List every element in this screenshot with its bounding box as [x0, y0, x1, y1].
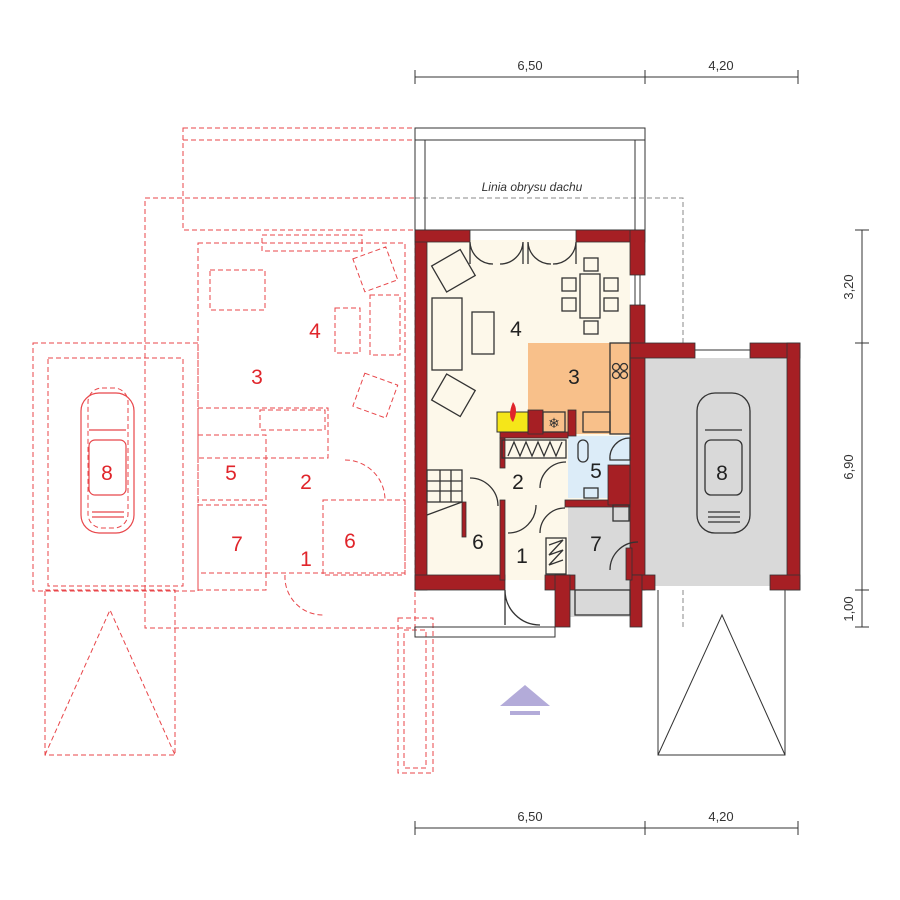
dining-table-icon: [579, 273, 601, 319]
mirror-label-hall: 2: [300, 471, 312, 494]
dim-top-2: 4,20: [708, 58, 733, 73]
mirrored-car-icon: [80, 392, 135, 534]
mirrored-room-labels: 4 3 8 5 2 7 1 6: [101, 320, 356, 571]
mirror-label-storage: 6: [344, 530, 356, 553]
dimension-bottom: 6,50 4,20: [414, 809, 799, 835]
car-icon: [696, 392, 751, 534]
dim-bottom-2: 4,20: [708, 809, 733, 824]
snowflake-icon: ❄: [548, 416, 560, 432]
mirror-label-bathroom: 5: [225, 462, 237, 485]
room-label-entrance: 1: [516, 545, 528, 568]
room-label-bathroom: 5: [590, 460, 602, 483]
sofa-icon: [431, 297, 463, 371]
doors: [469, 241, 639, 626]
room-label-living: 4: [510, 318, 522, 341]
dining-chairs-icon: [561, 257, 619, 335]
dim-right-1: 3,20: [841, 274, 856, 299]
dim-bottom-1: 6,50: [517, 809, 542, 824]
mirror-label-entrance: 1: [300, 548, 312, 571]
mirror-label-living: 4: [309, 320, 321, 343]
mirror-label-utility: 7: [231, 533, 243, 556]
toilet-icon: [577, 439, 589, 463]
dim-right-3: 1,00: [841, 596, 856, 621]
stairs-icon: [426, 469, 463, 516]
dimension-right: 3,20 6,90 1,00: [841, 229, 869, 628]
dimension-top: 6,50 4,20: [414, 58, 799, 84]
mirror-label-garage: 8: [101, 462, 113, 485]
dim-right-2: 6,90: [841, 454, 856, 479]
roof-outline-label: Linia obrysu dachu: [482, 180, 583, 194]
room-label-utility: 7: [590, 533, 602, 556]
kitchen-counter: [543, 410, 630, 434]
armchair-icon: [430, 373, 477, 418]
dim-top-1: 6,50: [517, 58, 542, 73]
mirror-label-kitchen: 3: [251, 366, 263, 389]
utility-room-floor: [568, 505, 630, 617]
room-label-hall: 2: [512, 471, 524, 494]
wardrobe-icon: [501, 439, 567, 459]
walls: [414, 229, 801, 628]
flame-icon: [510, 402, 516, 422]
room-label-storage: 6: [472, 531, 484, 554]
kitchen-counter-icon: [609, 342, 631, 435]
washbasin-icon: [583, 487, 599, 499]
armchair-icon: [430, 248, 477, 293]
cooktop-icon: [611, 362, 629, 380]
roof-outline: Linia obrysu dachu: [415, 180, 684, 630]
coffee-table-icon: [471, 311, 495, 355]
driveway: [414, 590, 786, 756]
room-labels: 4 3 2 5 6 1 7 8: [472, 318, 728, 568]
mirrored-house-outline: [32, 127, 434, 774]
room-label-garage: 8: [716, 462, 728, 485]
boiler-icon: [612, 504, 630, 522]
shower-icon: [609, 437, 631, 461]
pergola: [414, 127, 646, 231]
room-label-kitchen: 3: [568, 366, 580, 389]
furniture: ❄: [426, 248, 631, 616]
entrance-arrow-icon: [500, 685, 550, 715]
shoe-cabinet-icon: [545, 537, 567, 575]
fridge-icon: [542, 411, 566, 433]
